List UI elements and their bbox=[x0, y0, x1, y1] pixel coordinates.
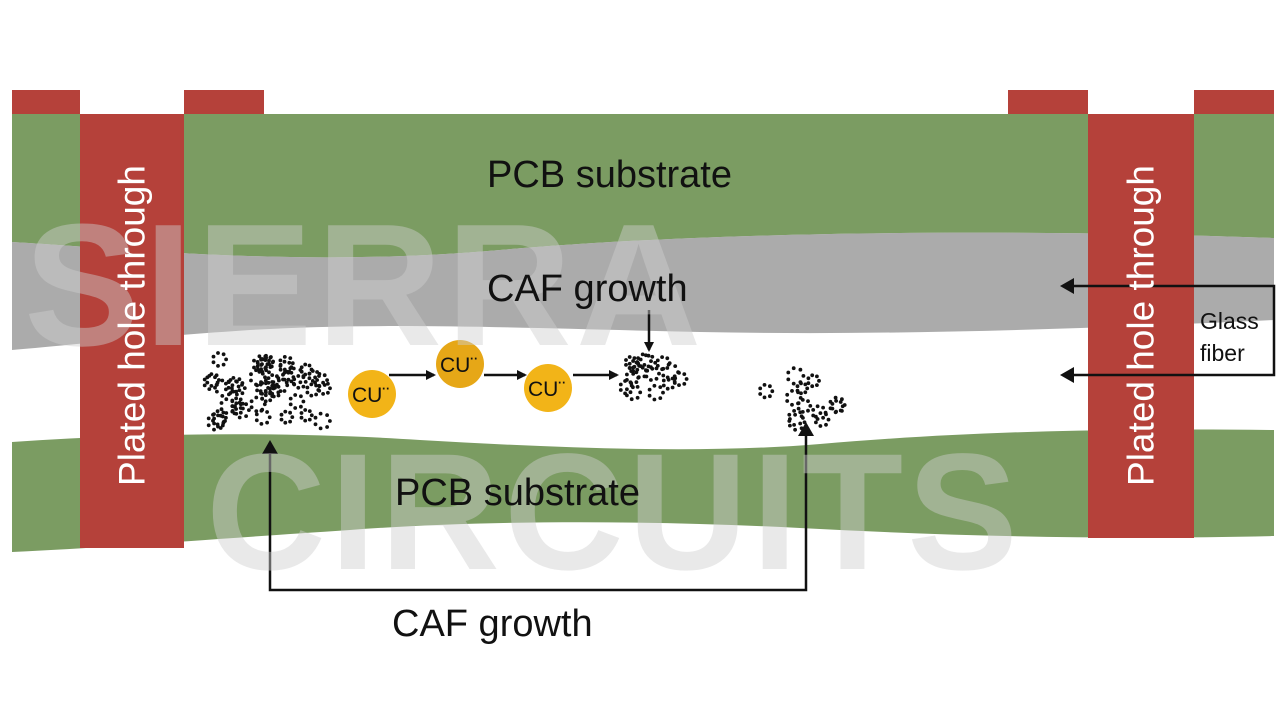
top-substrate-layer bbox=[12, 114, 1274, 258]
plated-hole-right-barrel bbox=[1088, 114, 1194, 538]
bottom-substrate-label: PCB substrate bbox=[395, 472, 640, 514]
glass-fiber-arrowhead-bottom bbox=[1060, 367, 1074, 383]
copper-pad-4 bbox=[1194, 90, 1274, 114]
copper-ion-label-3: CU¨ bbox=[528, 378, 566, 401]
glass-fiber-band bbox=[12, 232, 1274, 350]
copper-ion-label-2: CU¨ bbox=[440, 354, 478, 377]
glass-fiber-pointer bbox=[1064, 284, 1276, 377]
copper-ion-2 bbox=[436, 340, 484, 388]
copper-ion-label-1: CU¨ bbox=[352, 384, 390, 407]
glass-fiber-label-line-1: Glass bbox=[1200, 308, 1259, 334]
copper-ion-3 bbox=[524, 364, 572, 412]
caf-lower-arrowhead-right bbox=[798, 422, 814, 436]
dendrite-clusters bbox=[202, 351, 847, 432]
dendrite-cluster-right bbox=[758, 366, 847, 432]
copper-pad-1 bbox=[12, 90, 80, 114]
copper-pad-3 bbox=[1008, 90, 1088, 114]
copper-pad-2 bbox=[184, 90, 264, 114]
plated-hole-left-label: Plated hole through bbox=[111, 165, 153, 486]
watermark-line-1: SIERRA bbox=[24, 187, 706, 382]
dendrite-cluster-left bbox=[202, 351, 332, 432]
caf-growth-upper-label: CAF growth bbox=[487, 268, 688, 310]
top-substrate-label: PCB substrate bbox=[487, 154, 732, 196]
glass-fiber-label-line-2: fiber bbox=[1200, 340, 1245, 366]
plated-hole-left-barrel bbox=[80, 114, 184, 548]
dendrite-cluster-middle bbox=[618, 352, 689, 402]
glass-fiber-arrowhead-top bbox=[1060, 278, 1074, 294]
caf-lower-arrowhead-left bbox=[262, 440, 278, 454]
plated-hole-right-label: Plated hole through bbox=[1120, 165, 1162, 486]
copper-ion-1 bbox=[348, 370, 396, 418]
bottom-substrate-layer bbox=[12, 429, 1274, 552]
caf-growth-lower-label: CAF growth bbox=[392, 603, 593, 645]
watermark-line-2: CIRCUITS bbox=[206, 420, 1022, 605]
caf-lower-bracket bbox=[268, 426, 808, 592]
